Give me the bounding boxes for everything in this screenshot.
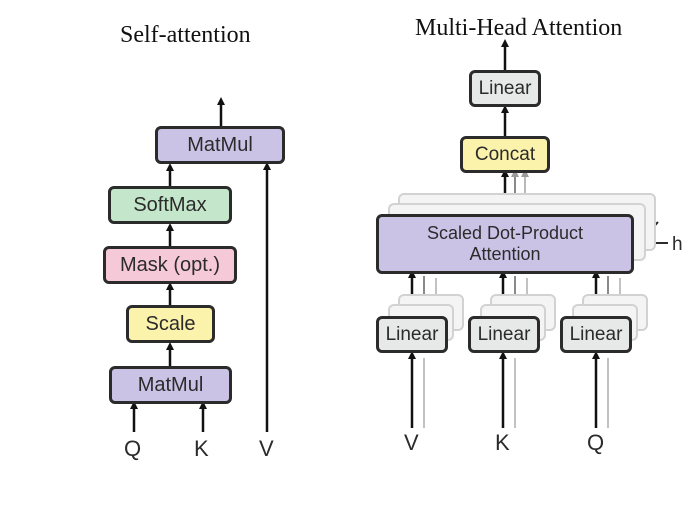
input-q-label: Q: [124, 436, 142, 461]
multi-head-title: Multi-Head Attention: [415, 15, 623, 41]
scale-block: Scale: [126, 305, 215, 343]
linear-v-block: Linear: [376, 316, 448, 353]
mh-input-q-label: Q: [587, 430, 605, 455]
linear-k-block: Linear: [468, 316, 540, 353]
input-k-label: K: [194, 436, 209, 461]
concat-block: Concat: [460, 136, 550, 173]
attention-line-2: Attention: [469, 244, 541, 264]
matmul-bottom-block: MatMul: [109, 366, 232, 404]
heads-label: h: [672, 234, 683, 255]
linear-q-block: Linear: [560, 316, 632, 353]
self-attention-arrows: [130, 97, 271, 432]
matmul-top-block: MatMul: [155, 126, 285, 164]
mask-block: Mask (opt.): [103, 246, 237, 284]
attention-line-1: Scaled Dot-Product: [426, 223, 584, 244]
softmax-block: SoftMax: [108, 186, 232, 224]
self-attention-title: Self-attention: [120, 22, 251, 48]
input-v-label: V: [259, 436, 274, 461]
scaled-dot-product-attention-block: Scaled Dot-Product Attention: [376, 214, 634, 274]
linear-top-block: Linear: [469, 70, 541, 107]
mh-input-v-label: V: [404, 430, 419, 455]
mh-input-k-label: K: [495, 430, 510, 455]
